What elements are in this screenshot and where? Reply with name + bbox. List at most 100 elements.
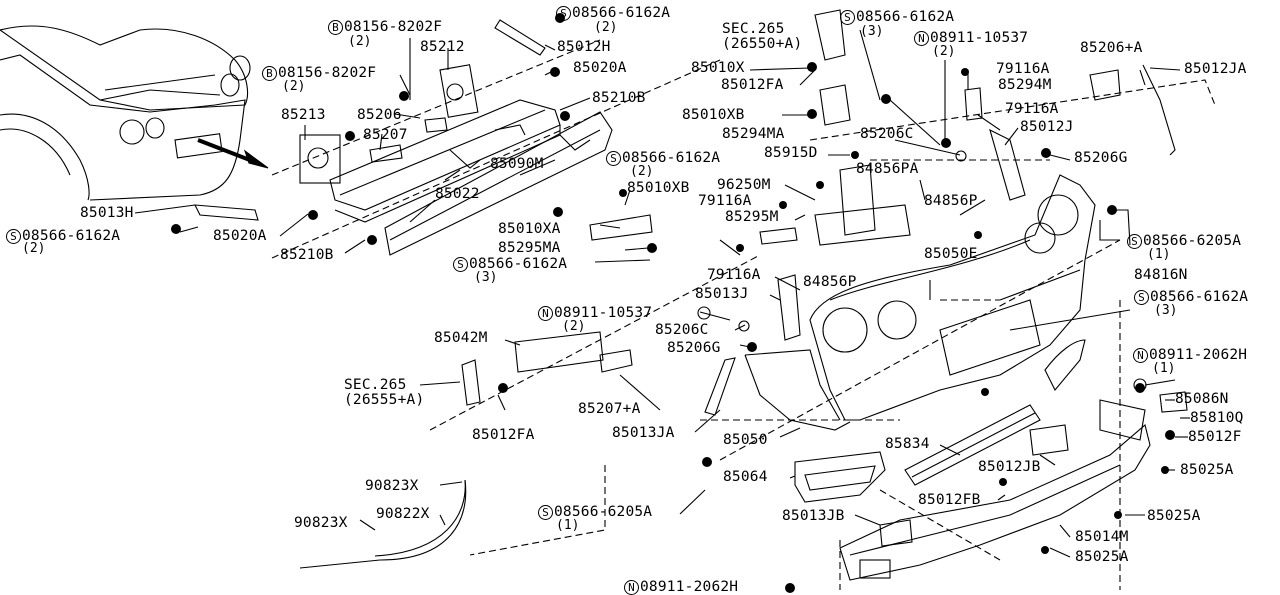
- part-85012F: 85012F: [1188, 429, 1242, 445]
- part-85915D: 85915D: [764, 145, 818, 161]
- part-85025A-b: 85025A: [1147, 508, 1201, 524]
- n-symbol-icon: N: [538, 306, 553, 321]
- s-symbol-icon: S: [538, 505, 553, 520]
- part-85090M: 85090M: [490, 156, 544, 172]
- grille-85834: [904, 404, 1041, 486]
- qty: (3): [1154, 303, 1178, 318]
- bracket-85212: [439, 64, 479, 118]
- part-85012FB: 85012FB: [918, 492, 981, 508]
- bracket-85013H: [194, 204, 259, 221]
- n-symbol-icon: N: [624, 580, 639, 595]
- energy-absorber: [384, 111, 613, 256]
- qty: (2): [22, 241, 46, 256]
- part-85010X: 85010X: [691, 60, 745, 76]
- part-85013J: 85013J: [695, 286, 749, 302]
- part-90823X-a: 90823X: [365, 478, 419, 494]
- bracket-sec265: [461, 359, 481, 406]
- part-84856PA: 84856PA: [856, 161, 919, 177]
- washers: [697, 150, 1147, 392]
- qty: (2): [630, 164, 654, 179]
- sec265-a: SEC.265: [722, 21, 785, 37]
- qty: (2): [562, 319, 586, 334]
- qty: (1): [556, 518, 580, 533]
- part-85206: 85206: [357, 107, 402, 123]
- part-85012JB: 85012JB: [978, 459, 1041, 475]
- part-85010XA: 85010XA: [498, 221, 561, 237]
- part-85086N: 85086N: [1175, 391, 1229, 407]
- s-symbol-icon: S: [606, 151, 621, 166]
- part-90822X: 90822X: [376, 506, 430, 522]
- s-symbol-icon: S: [1127, 234, 1142, 249]
- fasteners: [171, 13, 1175, 593]
- part-84816N: 84816N: [1134, 267, 1188, 283]
- bracket-85213: [299, 134, 341, 184]
- part-85010XB-b: 85010XB: [627, 180, 690, 196]
- part-85210B-left: 85210B: [280, 247, 334, 263]
- part-85295M: 85295M: [725, 209, 779, 225]
- part-85206G-b: 85206G: [667, 340, 721, 356]
- part-85050E: 85050E: [924, 246, 978, 262]
- part-96250M: 96250M: [717, 177, 771, 193]
- part-85206C-b: 85206C: [655, 322, 709, 338]
- s-symbol-icon: S: [1134, 290, 1149, 305]
- part-79116A-d: 79116A: [707, 267, 761, 283]
- bumper-reinforcement: [329, 99, 561, 223]
- part-85206C-a: 85206C: [860, 126, 914, 142]
- s-symbol-icon: S: [6, 229, 21, 244]
- part-85212: 85212: [420, 39, 465, 55]
- lower-diffuser: [839, 399, 1151, 581]
- part-79116A-a: 79116A: [996, 61, 1050, 77]
- sec265-b-sub: (26555+A): [344, 392, 425, 408]
- b-symbol-icon: B: [262, 66, 277, 81]
- part-85206G-a: 85206G: [1074, 150, 1128, 166]
- qty: (2): [932, 44, 956, 59]
- qty: (3): [860, 24, 884, 39]
- arrow-shaft: [197, 138, 256, 164]
- part-85050: 85050: [723, 432, 768, 448]
- part-85025A-c: 85025A: [1075, 549, 1129, 565]
- part-85014M: 85014M: [1075, 529, 1129, 545]
- part-85010XB-a: 85010XB: [682, 107, 745, 123]
- n-symbol-icon: N: [1133, 348, 1148, 363]
- n-symbol-icon: N: [914, 31, 929, 46]
- part-85012FA-b: 85012FA: [472, 427, 535, 443]
- reflector-85064: [794, 451, 886, 503]
- qty: (2): [348, 34, 372, 49]
- qty: (3): [474, 270, 498, 285]
- s-symbol-icon: S: [556, 6, 571, 21]
- sec265-a-sub: (26550+A): [722, 36, 803, 52]
- part-85064: 85064: [723, 469, 768, 485]
- part-85207: 85207: [363, 127, 408, 143]
- part-85210B-top: 85210B: [592, 90, 646, 106]
- part-79116A-b: 79116A: [1005, 101, 1059, 117]
- part-84856P-b: 84856P: [803, 274, 857, 290]
- part-85020A-left: 85020A: [213, 228, 267, 244]
- part-85022: 85022: [435, 186, 480, 202]
- part-85810Q: 85810Q: [1190, 410, 1244, 426]
- s-symbol-icon: S: [453, 257, 468, 272]
- part-79116A-c: 79116A: [698, 193, 752, 209]
- panel-85042M: [514, 331, 604, 373]
- part-85020A-top: 85020A: [573, 60, 627, 76]
- b-symbol-icon: B: [328, 20, 343, 35]
- part-85295MA: 85295MA: [498, 240, 561, 256]
- part-85294MA: 85294MA: [722, 126, 785, 142]
- part-85834: 85834: [885, 436, 930, 452]
- part-85025A-a: 85025A: [1180, 462, 1234, 478]
- part-85012H: 85012H: [557, 39, 611, 55]
- part-85206A: 85206+A: [1080, 40, 1143, 56]
